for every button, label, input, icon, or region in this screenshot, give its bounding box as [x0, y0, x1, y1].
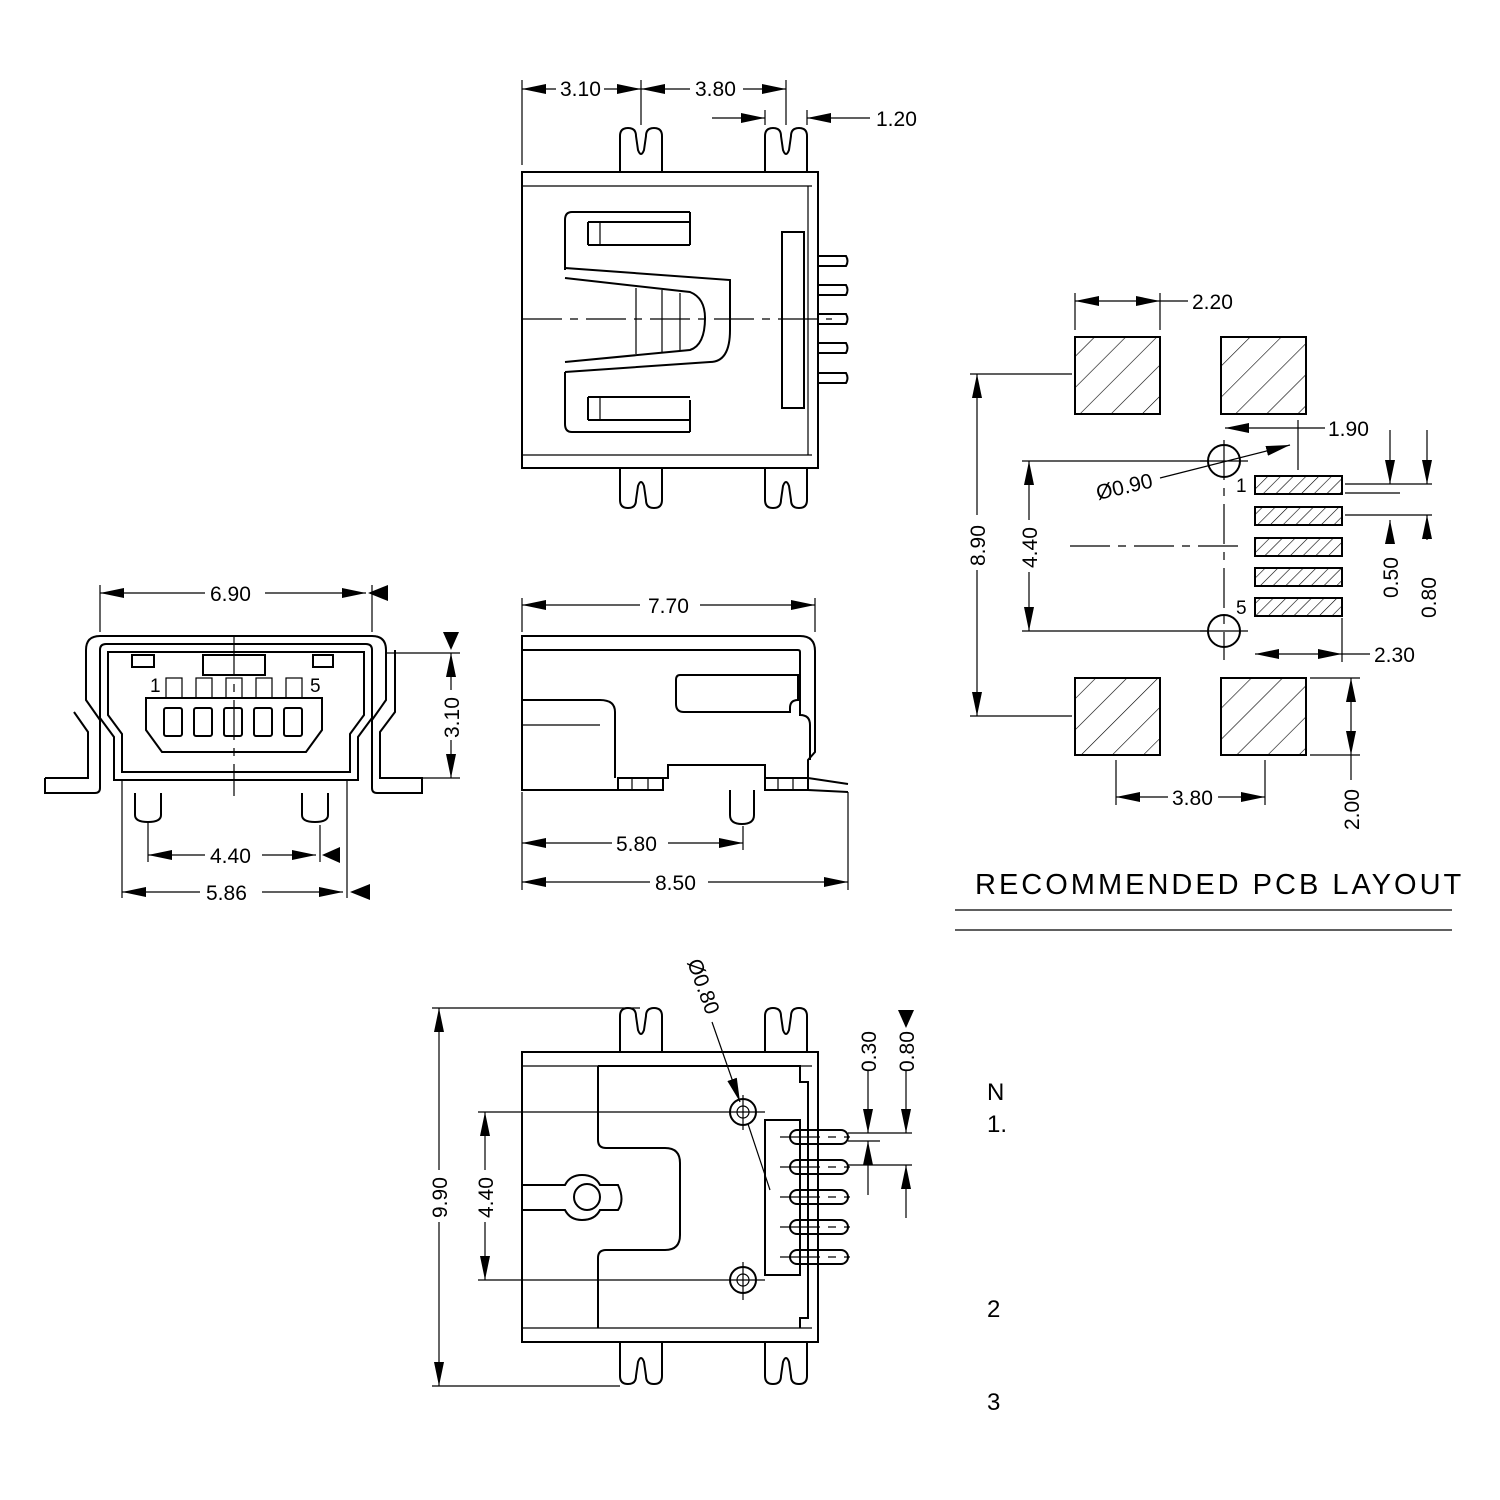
front-dim-3-10: 3.10: [441, 697, 464, 738]
pcb-pad-top-left: [1074, 336, 1161, 415]
bottom-view: Ø0.80 0.30 0.80 9.90 4.40: [429, 956, 919, 1387]
pcb-pad-bottom-right: [1220, 677, 1307, 756]
front-pin-5-label: 5: [310, 676, 321, 697]
pcb-dim-0-50: 0.50: [1380, 557, 1403, 598]
front-dim-4-40: 4.40: [210, 845, 251, 868]
front-dim-5-86: 5.86: [206, 882, 247, 905]
pcb-dim-8-90: 8.90: [967, 525, 990, 566]
side-dim-5-80: 5.80: [616, 833, 657, 856]
pcb-pin-5-label: 5: [1236, 598, 1247, 619]
pcb-pin-1-label: 1: [1236, 476, 1247, 497]
pcb-dim-2-00: 2.00: [1341, 789, 1364, 830]
pcb-layout: 1 5 2.20 1.90 Ø0.90 8.90 4.40: [955, 291, 1464, 931]
bottom-dim-9-90: 9.90: [429, 1177, 452, 1218]
note-1: 1.: [987, 1111, 1007, 1138]
pcb-dim-4-40: 4.40: [1019, 527, 1042, 568]
front-pin-1-label: 1: [150, 676, 161, 697]
bottom-dim-4-40: 4.40: [475, 1177, 498, 1218]
pcb-dim-3-80: 3.80: [1172, 787, 1213, 810]
front-dim-6-90: 6.90: [210, 583, 251, 606]
pcb-pad-bottom-left: [1074, 677, 1161, 756]
side-dim-8-50: 8.50: [655, 872, 696, 895]
side-dim-7-70: 7.70: [648, 595, 689, 618]
pcb-dim-2-30: 2.30: [1374, 644, 1415, 667]
pcb-dim-1-90: 1.90: [1328, 418, 1369, 441]
note-2: 2: [987, 1296, 1000, 1323]
bottom-dim-0-30: 0.30: [858, 1031, 881, 1072]
note-3: 3: [987, 1389, 1000, 1416]
pcb-layout-title: RECOMMENDED PCB LAYOUT: [975, 869, 1464, 901]
top-view: 3.10 3.80 1.20: [521, 78, 917, 510]
bottom-dim-0-80: 0.80: [896, 1031, 919, 1072]
side-view: 7.70 5.80 8.50: [521, 595, 849, 895]
front-view: 1 5 6.90 3.10 4.40 5.86: [44, 583, 464, 905]
pcb-dim-2-20: 2.20: [1192, 291, 1233, 314]
top-dim-1-20: 1.20: [876, 108, 917, 131]
notes: N 1. 2 3: [987, 1079, 1007, 1416]
bottom-dim-hole-0-80: Ø0.80: [682, 956, 723, 1018]
pcb-dim-hole-0-90: Ø0.90: [1094, 470, 1155, 505]
top-view-pins: [818, 255, 849, 384]
top-dim-3-80: 3.80: [695, 78, 736, 101]
pcb-pad-top-right: [1220, 336, 1307, 415]
notes-header: N: [987, 1079, 1004, 1106]
pcb-dim-0-80: 0.80: [1418, 577, 1441, 618]
front-view-socket-pins: [163, 707, 303, 737]
top-dim-3-10: 3.10: [560, 78, 601, 101]
pcb-signal-pads: [1254, 475, 1343, 617]
